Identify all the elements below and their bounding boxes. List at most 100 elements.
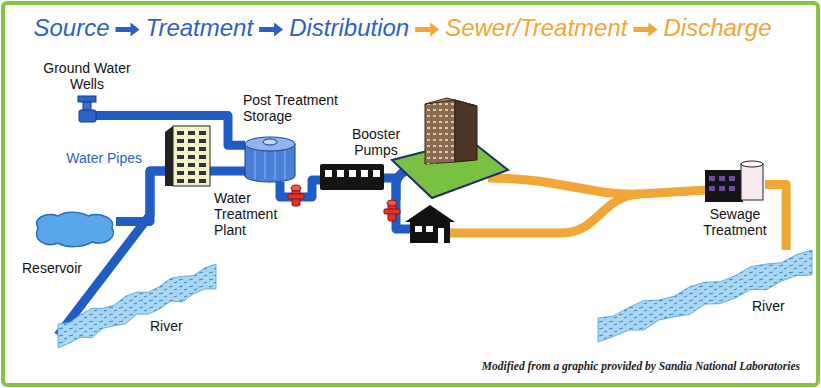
- reservoir: Reservoir: [32, 210, 116, 248]
- plant-window: [188, 179, 195, 183]
- sewer-pipes: [448, 178, 707, 233]
- reservoir-icon: [32, 210, 116, 248]
- plant-window: [188, 139, 195, 143]
- tank-icon: [245, 136, 295, 182]
- sewage-tank: [741, 164, 763, 200]
- river: River: [598, 250, 812, 342]
- plant-window: [199, 155, 206, 159]
- title-arrow: [633, 22, 657, 36]
- well-icon: Ground Water Wells: [78, 96, 96, 124]
- reservoir-blob: [37, 212, 114, 246]
- house-window: [415, 226, 422, 232]
- node-label: Booster Pumps: [340, 126, 412, 158]
- pipe-label: Water Pipes: [50, 150, 142, 167]
- sewage-plant: Sewage Treatment: [705, 158, 765, 202]
- pump-window: [325, 170, 332, 177]
- sewer-from-house: [448, 194, 640, 233]
- fire-hydrant: [384, 200, 400, 221]
- tank-top: [245, 137, 295, 151]
- node-label: Water Treatment Plant: [214, 190, 286, 238]
- credit-note: Modified from a graphic provided by Sand…: [482, 359, 800, 374]
- node-label: Ground Water Wells: [39, 60, 135, 92]
- pump-house: [320, 164, 384, 190]
- house-door: [438, 228, 444, 243]
- river-water: [58, 264, 216, 348]
- well-icon: [78, 96, 96, 124]
- house-body: [410, 220, 450, 243]
- plant-window: [199, 131, 206, 135]
- fire-hydrant: [387, 200, 397, 206]
- house: [405, 205, 455, 243]
- node-label: Sewage Treatment: [695, 206, 775, 238]
- well-cap: [78, 96, 96, 102]
- sewage-window: [719, 186, 725, 191]
- sewage-window: [719, 176, 725, 181]
- house-roof: [405, 205, 455, 222]
- node-label: River: [752, 298, 796, 314]
- pump-window: [337, 170, 344, 177]
- node-label: Reservoir: [22, 260, 92, 276]
- well-foot: [79, 110, 96, 122]
- fire-hydrant: [291, 185, 301, 191]
- plant-window: [177, 139, 184, 143]
- fire-hydrant: [288, 185, 304, 206]
- title-arrow: [116, 22, 140, 36]
- plant-window: [177, 179, 184, 183]
- flow-stage-title: Distribution: [289, 14, 409, 42]
- plant-window: [199, 139, 206, 143]
- river-icon: [598, 250, 812, 342]
- fire-hydrant: [384, 209, 400, 214]
- office-building: [392, 98, 508, 198]
- tank-stripe: [265, 148, 266, 179]
- title-arrow: [415, 22, 439, 36]
- plant-window: [188, 147, 195, 151]
- river-water: [598, 250, 812, 342]
- plant-window: [177, 131, 184, 135]
- pump-window: [373, 170, 380, 177]
- plant-window: [188, 163, 195, 167]
- booster-pump: Booster Pumps: [320, 164, 384, 190]
- house-window: [426, 226, 433, 232]
- river-ripples: [58, 264, 216, 348]
- flow-stage-title: Source: [33, 14, 109, 42]
- plant-window: [199, 163, 206, 167]
- sewage-window: [709, 186, 715, 191]
- water-pipe: [116, 171, 165, 221]
- plant-window: [199, 171, 206, 175]
- tower-roof: [425, 98, 477, 106]
- plant-window: [177, 155, 184, 159]
- plant-window: [177, 163, 184, 167]
- tank-stripe: [255, 148, 256, 179]
- tank-stripe: [285, 148, 286, 179]
- plant-window: [199, 147, 206, 151]
- plant-side: [165, 126, 173, 186]
- river-ripples: [598, 250, 812, 342]
- node-label: River: [150, 318, 194, 334]
- plant-icon: [165, 126, 210, 186]
- treatment-plant: Water Treatment Plant: [165, 126, 210, 186]
- tank-stripe: [275, 148, 276, 179]
- sewage-window: [709, 176, 715, 181]
- flow-stage-title: Discharge: [663, 14, 771, 42]
- plant-window: [188, 131, 195, 135]
- flow-stage-title: Sewer/Treatment: [445, 14, 627, 42]
- sewage-window: [729, 186, 735, 191]
- plant-window: [188, 171, 195, 175]
- sewage-window: [729, 176, 735, 181]
- river-icon: [58, 264, 216, 348]
- storage-tank: Post Treatment Storage: [245, 136, 295, 182]
- plant-window: [188, 155, 195, 159]
- plant-window: [177, 147, 184, 151]
- sewage-tank-top: [741, 161, 763, 167]
- booster-icon: [320, 164, 384, 190]
- pump-window: [361, 170, 368, 177]
- tank-side: [245, 144, 246, 176]
- plant-window: [177, 171, 184, 175]
- water-pipe: [765, 184, 786, 250]
- flow-stage-title: Treatment: [146, 14, 254, 42]
- title-arrow: [259, 22, 283, 36]
- plant-window: [199, 179, 206, 183]
